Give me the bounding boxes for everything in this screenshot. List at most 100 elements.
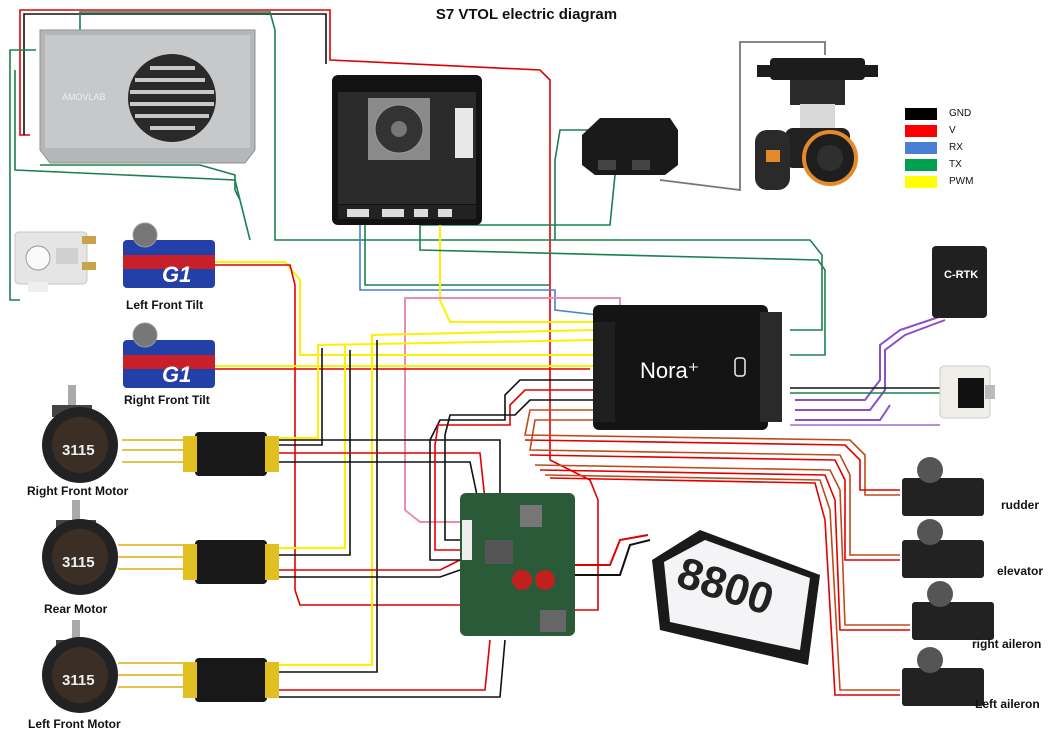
wire-rudder-v — [524, 439, 900, 491]
label-rudder: rudder — [1001, 498, 1040, 512]
label-left-front-motor: Left Front Motor — [28, 717, 121, 731]
svg-text:G1: G1 — [162, 262, 191, 287]
wire-jetson-rx — [359, 215, 599, 316]
legend-swatch-gnd — [905, 108, 937, 120]
legend-label-tx: TX — [949, 159, 962, 170]
svg-text:G1: G1 — [162, 362, 191, 387]
wire-gps-purple3 — [795, 404, 891, 421]
battery: 8800 — [652, 530, 820, 665]
legend-swatch-v — [905, 125, 937, 137]
wire-elevator-sig — [529, 419, 900, 556]
right-front-motor: 3115 — [42, 385, 118, 483]
legend-swatch-tx — [905, 159, 937, 171]
wire-left-aileron-sig — [544, 474, 900, 691]
gps-module: C-RTK — [932, 246, 987, 318]
wire-esc2-power-gnd — [272, 569, 461, 578]
gimbal-camera — [755, 58, 878, 190]
wire-esc1-bus — [272, 439, 501, 500]
fc-label: Nora⁺ — [640, 358, 699, 383]
can-module — [939, 365, 995, 419]
companion-brand: AMOVLAB — [62, 92, 106, 102]
legend-label-rx: RX — [949, 142, 963, 153]
label-left-aileron: Left aileron — [975, 697, 1040, 711]
usb-hub — [582, 118, 678, 175]
fan-grille-icon — [128, 54, 216, 142]
wire-jetson-tx — [364, 215, 550, 286]
wire-esc3-gnd — [272, 340, 378, 673]
svg-text:3115: 3115 — [62, 672, 95, 689]
wire-esc1-power — [272, 452, 486, 501]
wire-fc-pdb-v — [434, 389, 595, 551]
wire-esc2-pwm — [272, 345, 346, 549]
label-right-front-motor: Right Front Motor — [27, 484, 129, 498]
legend-swatch-pwm — [905, 176, 937, 188]
wire-gps-purple2 — [795, 319, 946, 411]
wire-right-aileron-v — [539, 469, 910, 631]
wire-esc3-pwm — [272, 329, 596, 666]
companion-computer: AMOVLAB — [39, 29, 256, 164]
wire-esc3-power — [272, 639, 491, 691]
wire-main-gnd — [23, 13, 327, 135]
wire-gps-purple1 — [795, 314, 946, 401]
esc-left-front — [183, 658, 279, 702]
wire-battery-gnd — [575, 539, 651, 576]
wire-rudder-sig — [524, 409, 900, 496]
legend-label-pwm: PWM — [949, 176, 974, 187]
rudder-servo — [902, 457, 984, 516]
power-distribution-board — [460, 493, 575, 636]
esc-right-front — [183, 432, 279, 476]
wire-esc3-power-gnd — [272, 639, 506, 698]
svg-text:3115: 3115 — [62, 554, 95, 571]
flight-controller: Nora⁺ — [593, 305, 782, 430]
left-aileron-servo — [902, 647, 984, 706]
label-right-front-tilt: Right Front Tilt — [124, 393, 210, 407]
wire-left-aileron-v — [549, 477, 900, 696]
wire-fc-pdb-gnd — [429, 379, 595, 561]
left-tilt-servo: G1 — [123, 222, 215, 288]
wire-hub-link — [554, 129, 590, 240]
wire-esc2-power — [272, 559, 461, 571]
label-rear-motor: Rear Motor — [44, 602, 108, 616]
legend-label-v: V — [949, 125, 956, 136]
legend-label-gnd: GND — [949, 108, 972, 119]
wire-motor2-phase — [118, 544, 185, 570]
wires — [9, 9, 946, 698]
wire-battery-v — [575, 534, 649, 566]
wire-companion-uart — [14, 70, 251, 241]
wire-power-sense — [404, 297, 621, 523]
wire-camera — [659, 41, 826, 192]
svg-text:C-RTK: C-RTK — [944, 269, 978, 281]
right-aileron-servo — [912, 581, 994, 640]
wire-elevator-v — [529, 454, 900, 561]
legend-swatch-rx — [905, 142, 937, 154]
wire-right-aileron-sig — [534, 464, 910, 626]
wire-left-tilt-pwm — [213, 261, 595, 356]
right-tilt-servo: G1 — [123, 322, 215, 388]
wire-main-power — [19, 9, 599, 611]
wire-jetson-telem2 — [419, 215, 826, 356]
wire-companion-telem — [79, 11, 823, 331]
wire-hub-data — [420, 174, 616, 226]
wire-companion-eth — [40, 164, 241, 201]
rear-motor: 3115 — [42, 500, 118, 595]
wire-esc2-gnd — [272, 350, 351, 556]
diagram-title: S7 VTOL electric diagram — [435, 6, 618, 23]
wire-esc1-gnd — [272, 348, 323, 446]
wire-radio-link — [9, 49, 36, 301]
onboard-computer — [332, 75, 482, 225]
elevator-servo — [902, 519, 984, 578]
wire-esc1-pwm — [272, 339, 596, 439]
wire-jetson-pwm — [439, 215, 598, 323]
label-right-aileron: right aileron — [972, 637, 1042, 651]
legend — [905, 108, 937, 188]
wire-esc1-power-gnd — [272, 461, 479, 501]
wire-fc-pdb-gnd2 — [444, 399, 595, 541]
wire-motor1-phase — [122, 439, 185, 463]
left-front-motor: 3115 — [42, 620, 118, 713]
svg-text:3115: 3115 — [62, 442, 95, 459]
wire-motor3-phase — [118, 662, 185, 688]
label-left-front-tilt: Left Front Tilt — [126, 298, 204, 312]
esc-rear — [183, 540, 279, 584]
radio-module — [14, 231, 96, 292]
